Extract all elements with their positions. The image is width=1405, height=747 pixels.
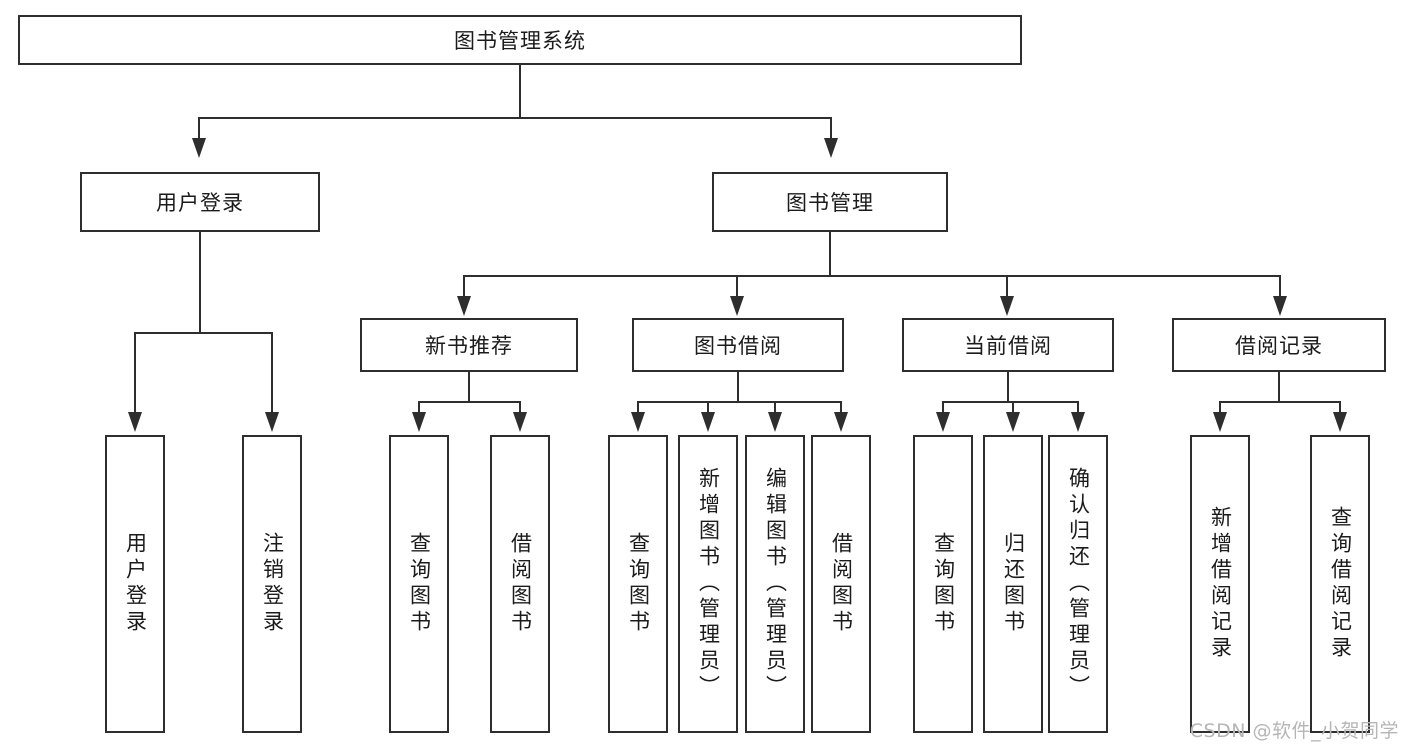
arrow-to-book-manage [824, 138, 838, 158]
node-root-system[interactable]: 图书管理系统 [18, 15, 1022, 65]
node-label: 注销登录 [260, 532, 285, 636]
connector-root-bus [198, 117, 832, 119]
leaf-add-book-admin[interactable]: 新增图书（管理员） [678, 435, 738, 733]
arrow-to-leaf-query-book-3 [936, 412, 950, 432]
node-label: 查询图书 [407, 532, 432, 636]
arrow-to-borrow-record [1273, 296, 1287, 316]
leaf-logout[interactable]: 注销登录 [242, 435, 302, 733]
connector-root-drop-right [830, 117, 832, 140]
connector-current-borrow-drop-2 [1012, 401, 1014, 414]
connector-book-borrow-stem [737, 372, 739, 402]
connector-new-book-drop-1 [418, 401, 420, 414]
arrow-to-leaf-return-book [1006, 412, 1020, 432]
node-label: 查询图书 [626, 532, 651, 636]
arrow-to-leaf-confirm-return [1071, 412, 1085, 432]
connector-current-borrow-drop-1 [942, 401, 944, 414]
leaf-borrow-book-recommend[interactable]: 借阅图书 [490, 435, 550, 733]
node-label: 借阅记录 [1235, 334, 1323, 358]
node-label: 归还图书 [1001, 532, 1026, 636]
node-borrow-record[interactable]: 借阅记录 [1172, 318, 1386, 372]
arrow-to-leaf-edit-book [768, 412, 782, 432]
node-new-book-recommend[interactable]: 新书推荐 [360, 318, 578, 372]
leaf-confirm-return-admin[interactable]: 确认归还（管理员） [1048, 435, 1108, 733]
node-user-login[interactable]: 用户登录 [80, 172, 320, 232]
node-label: 图书管理系统 [454, 29, 586, 53]
connector-book-manage-drop-3 [1006, 275, 1008, 298]
connector-current-borrow-drop-3 [1077, 401, 1079, 414]
node-label: 图书管理 [786, 191, 874, 215]
node-label: 借阅图书 [829, 532, 854, 636]
connector-book-borrow-drop-2 [707, 401, 709, 414]
connector-book-manage-bus [463, 275, 1281, 277]
node-label: 确认归还（管理员） [1066, 467, 1091, 701]
node-label: 新增图书（管理员） [696, 467, 721, 701]
connector-book-manage-stem [829, 232, 831, 276]
node-label: 查询借阅记录 [1328, 506, 1353, 662]
leaf-borrow-book[interactable]: 借阅图书 [811, 435, 871, 733]
node-current-borrow[interactable]: 当前借阅 [902, 318, 1114, 372]
arrow-to-book-borrow [730, 296, 744, 316]
leaf-edit-book-admin[interactable]: 编辑图书（管理员） [745, 435, 805, 733]
connector-user-login-bus [134, 332, 273, 334]
leaf-query-book-recommend[interactable]: 查询图书 [389, 435, 449, 733]
arrow-to-new-book-recommend [457, 296, 471, 316]
arrow-to-user-login [192, 138, 206, 158]
arrow-to-leaf-query-book-2 [631, 412, 645, 432]
arrow-to-leaf-query-record [1333, 412, 1347, 432]
connector-new-book-stem [468, 372, 470, 402]
connector-book-borrow-drop-4 [840, 401, 842, 414]
connector-current-borrow-bus [942, 401, 1079, 403]
node-label: 用户登录 [156, 191, 244, 215]
connector-root-drop-left [198, 117, 200, 140]
node-label: 借阅图书 [508, 532, 533, 636]
arrow-to-leaf-logout [265, 412, 279, 432]
connector-user-login-stem [199, 232, 201, 333]
connector-borrow-record-stem [1278, 372, 1280, 402]
connector-root-stem [519, 65, 521, 118]
connector-user-login-drop-1 [134, 332, 136, 414]
arrow-to-current-borrow [1000, 296, 1014, 316]
node-book-borrow[interactable]: 图书借阅 [632, 318, 844, 372]
node-label: 新书推荐 [425, 334, 513, 358]
leaf-query-borrow-record[interactable]: 查询借阅记录 [1310, 435, 1370, 733]
node-label: 图书借阅 [694, 334, 782, 358]
node-label: 当前借阅 [964, 334, 1052, 358]
node-book-manage[interactable]: 图书管理 [712, 172, 948, 232]
arrow-to-leaf-add-book [701, 412, 715, 432]
arrow-to-leaf-borrow-book-2 [834, 412, 848, 432]
arrow-to-leaf-query-book-1 [412, 412, 426, 432]
watermark-text: CSDN @软件_小贺同学 [1189, 720, 1399, 742]
node-label: 编辑图书（管理员） [763, 467, 788, 701]
arrow-to-leaf-borrow-book-1 [513, 412, 527, 432]
connector-borrow-record-bus [1219, 401, 1341, 403]
node-label: 用户登录 [123, 532, 148, 636]
leaf-query-book-current[interactable]: 查询图书 [913, 435, 973, 733]
connector-new-book-bus [418, 401, 521, 403]
arrow-to-leaf-user-login [128, 412, 142, 432]
connector-book-manage-drop-2 [736, 275, 738, 298]
connector-book-borrow-drop-1 [637, 401, 639, 414]
connector-new-book-drop-2 [519, 401, 521, 414]
leaf-add-borrow-record[interactable]: 新增借阅记录 [1190, 435, 1250, 733]
connector-borrow-record-drop-1 [1219, 401, 1221, 414]
connector-user-login-drop-2 [271, 332, 273, 414]
leaf-query-book-borrow[interactable]: 查询图书 [608, 435, 668, 733]
connector-book-borrow-bus [637, 401, 842, 403]
connector-book-manage-drop-4 [1279, 275, 1281, 298]
node-label: 新增借阅记录 [1208, 506, 1233, 662]
connector-book-manage-drop-1 [463, 275, 465, 298]
connector-book-borrow-drop-3 [774, 401, 776, 414]
leaf-user-login[interactable]: 用户登录 [105, 435, 165, 733]
arrow-to-leaf-add-record [1213, 412, 1227, 432]
node-label: 查询图书 [931, 532, 956, 636]
connector-borrow-record-drop-2 [1339, 401, 1341, 414]
connector-current-borrow-stem [1007, 372, 1009, 402]
leaf-return-book[interactable]: 归还图书 [983, 435, 1043, 733]
